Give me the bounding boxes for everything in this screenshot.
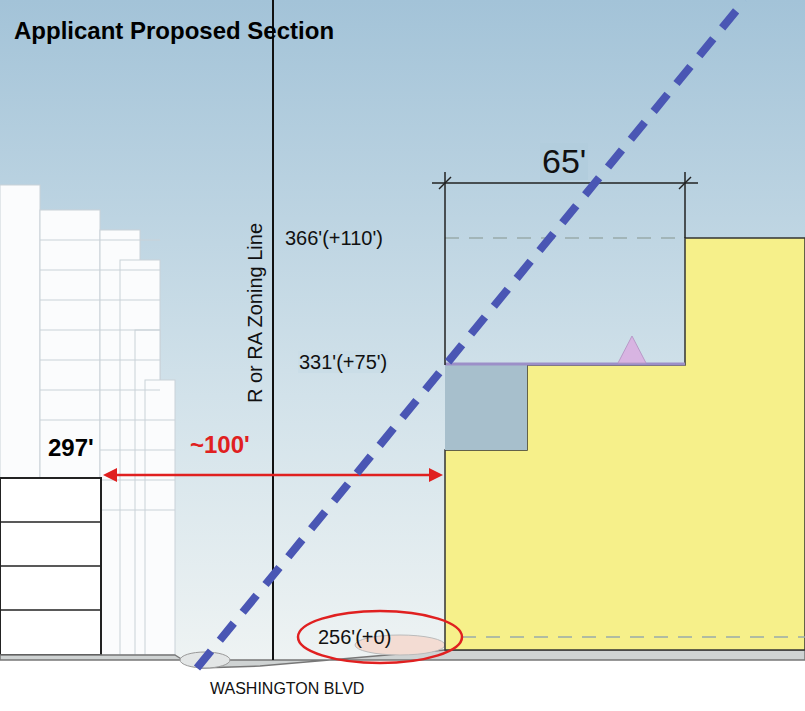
elevation-label: 331'(+75'): [298, 351, 388, 373]
roof-line: [445, 363, 685, 366]
existing-building-297: [0, 478, 101, 655]
elevation-line: [462, 636, 805, 638]
distance-arrow: [103, 468, 443, 482]
section-title: Applicant Proposed Section: [14, 18, 334, 44]
zoning-line-label: R or RA Zoning Line: [244, 213, 266, 413]
existing-buildings: [0, 185, 175, 655]
zoning-line: [272, 0, 274, 660]
sky: [0, 0, 805, 660]
distance-label: ~100': [190, 432, 250, 458]
elevation-label: 366'(+110'): [285, 227, 383, 249]
dimension-65: [432, 172, 698, 365]
height-label: 297': [48, 435, 94, 461]
street-name: WASHINGTON BLVD: [210, 680, 364, 698]
angular-plane: [197, 0, 745, 668]
elevation-label: 256'(+0): [318, 626, 391, 648]
removed-massing: [445, 365, 527, 450]
roof-structure: [618, 336, 646, 363]
highlight-ellipse: [298, 611, 462, 663]
elevation-line: [445, 237, 685, 239]
dimension-label: 65': [540, 143, 588, 180]
